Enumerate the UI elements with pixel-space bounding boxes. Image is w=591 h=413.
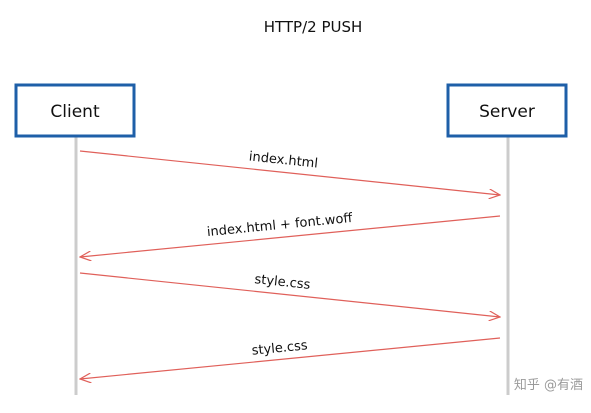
message-arrow-4 [80,337,501,379]
message-label-2: index.html + font.woff [206,211,354,240]
message-label-3: style.css [254,272,311,293]
watermark: 知乎 @有酒 [514,377,583,393]
message-arrow-2 [80,215,501,257]
message-4: style.css [80,337,501,379]
message-arrow-3 [79,272,500,317]
server-actor: Server [446,83,568,138]
client-box [14,83,136,138]
server-box [446,83,568,138]
message-2: index.html + font.woff [80,211,501,257]
message-arrow-1 [79,150,500,195]
client-actor: Client [14,83,136,138]
message-label-1: index.html [248,149,319,171]
message-3: style.css [79,272,500,317]
diagram-title: HTTP/2 PUSH [264,18,363,36]
server-label: Server [479,102,535,122]
message-1: index.html [79,149,500,195]
client-label: Client [50,102,100,122]
message-label-4: style.css [251,338,308,358]
